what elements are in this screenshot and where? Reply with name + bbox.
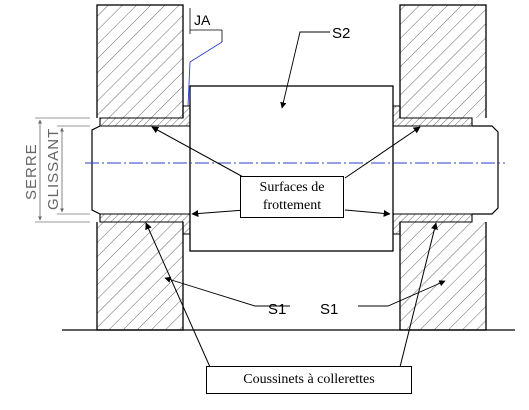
flanged-bushings-text: Coussinets à collerettes [243,372,375,387]
friction-surfaces-line1: Surfaces de [259,180,325,195]
ja-dimension [182,8,223,107]
coussinets-right-leader [399,222,438,368]
serre-label: SERRE [23,143,40,200]
friction-surfaces-line2: frottement [262,198,322,213]
coussinets-left-leader [145,222,211,368]
s2-label: S2 [332,25,350,42]
shaft-left-end [91,125,101,215]
central-part-s2 [189,85,394,252]
friction-surface-arrows [151,126,421,218]
s1-left-label: S1 [268,301,286,318]
glissant-label: GLISSANT [45,128,62,210]
flanged-bushings-label: Coussinets à collerettes [206,366,412,394]
s2-leader [280,31,330,109]
s1-left-leader [164,276,290,307]
s1-right-label: S1 [320,301,338,318]
fit-dimensions [35,117,90,223]
friction-surfaces-label: Surfaces de frottement [240,176,344,218]
shaft-right-end [472,125,499,215]
s1-right-leader [358,280,446,307]
ja-label: JA [194,12,211,28]
